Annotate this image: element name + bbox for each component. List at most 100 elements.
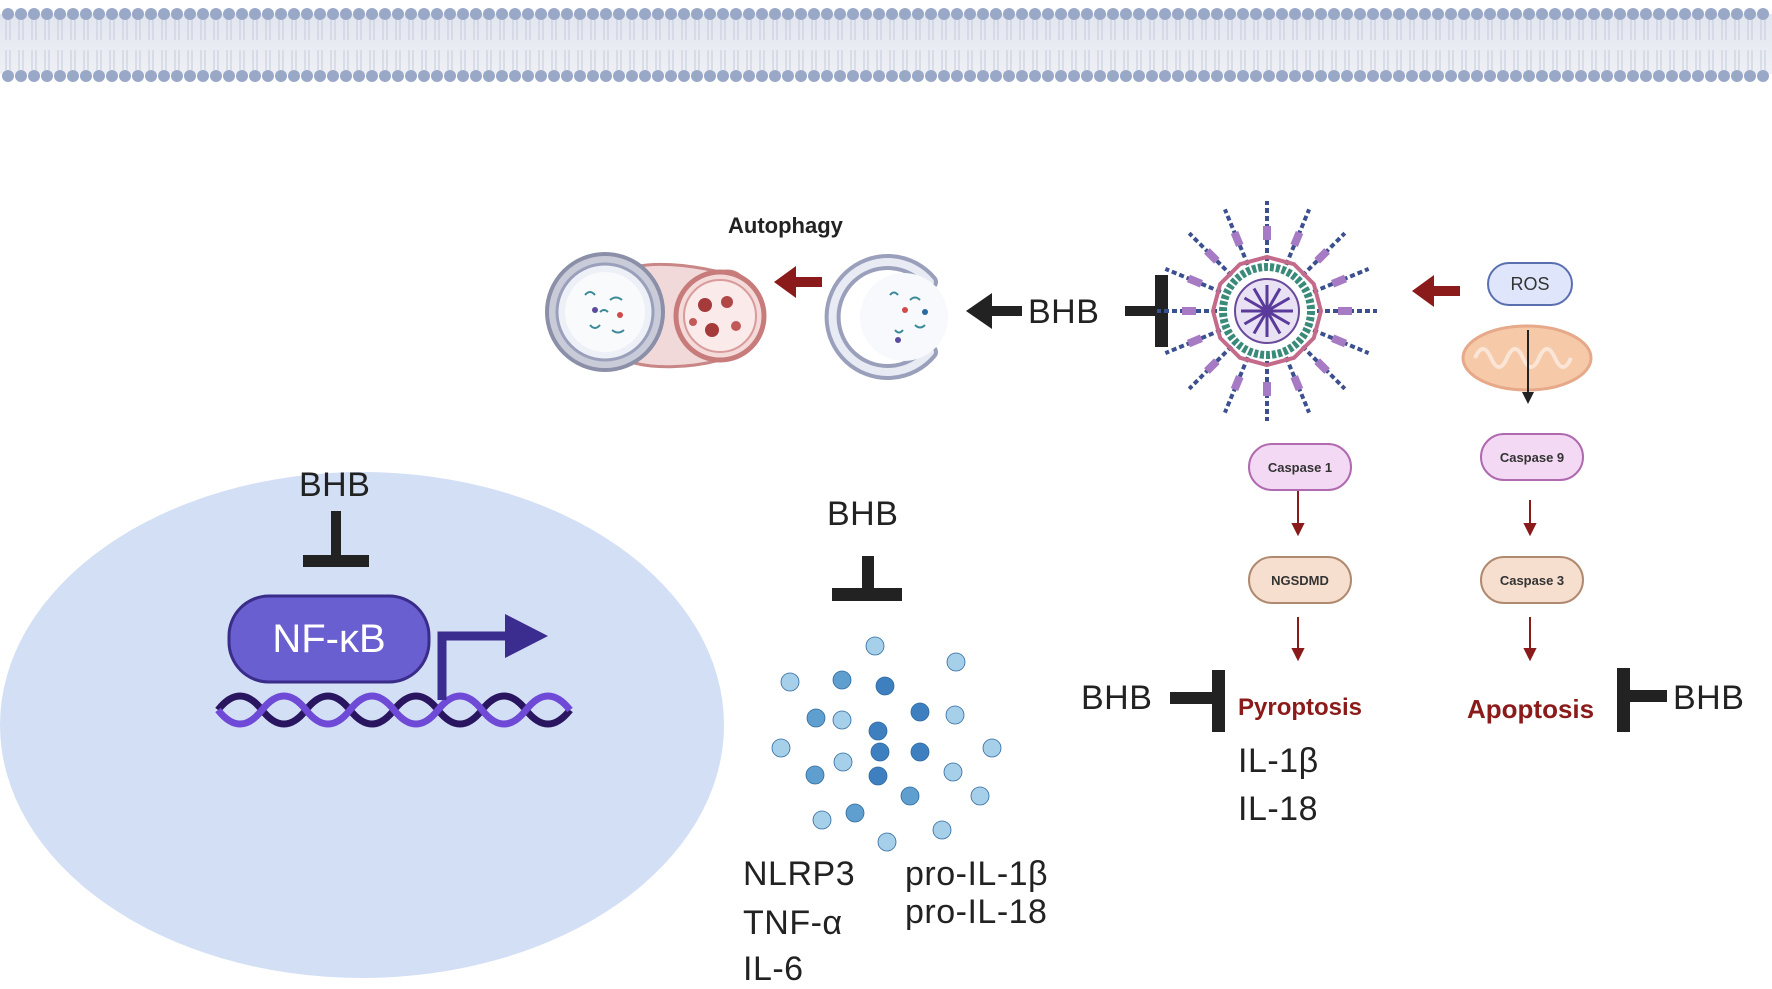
lipid-head (639, 70, 651, 82)
lipid-head (1432, 8, 1444, 20)
cytokine-particle (910, 702, 930, 722)
lipid-head (1237, 70, 1249, 82)
inflammasome-domain (1331, 274, 1348, 288)
lipid-head (1562, 8, 1574, 20)
lipid-head (1484, 8, 1496, 20)
lipid-head (119, 70, 131, 82)
lipid-head (1172, 8, 1184, 20)
lipid-head (821, 8, 833, 20)
lipid-head (665, 8, 677, 20)
lipid-head (1263, 70, 1275, 82)
lipid-head (886, 70, 898, 82)
lipid-head (1328, 70, 1340, 82)
lipid-head (1692, 8, 1704, 20)
lipid-head (1003, 8, 1015, 20)
lipid-head (340, 70, 352, 82)
lipid-head (106, 8, 118, 20)
lipid-head (158, 70, 170, 82)
inflammasome-domain (1263, 226, 1271, 240)
lipid-head (1653, 70, 1665, 82)
lipid-head (1575, 8, 1587, 20)
lipid-head (834, 70, 846, 82)
lipid-head (288, 8, 300, 20)
lipid-head (795, 70, 807, 82)
lipid-head (1159, 8, 1171, 20)
inflammasome-core-spoke (1243, 309, 1268, 326)
inflammasome-spoke (1312, 328, 1370, 355)
lipid-head (1159, 70, 1171, 82)
phagophore-icon (824, 254, 948, 380)
lipid-head (964, 8, 976, 20)
lipid-head (1406, 70, 1418, 82)
lipid-head (613, 8, 625, 20)
red-arrow-autophagy-icon (774, 266, 822, 298)
lipid-head (1601, 70, 1613, 82)
caspase9-badge: Caspase 9 (1480, 433, 1584, 481)
cytokine-particle (945, 705, 965, 725)
apoptosis-label: Apoptosis (1467, 694, 1595, 724)
lipid-head (769, 8, 781, 20)
cytokine-particle (875, 676, 895, 696)
lipid-head (444, 8, 456, 20)
lipid-head (197, 70, 209, 82)
lipid-head (509, 70, 521, 82)
ros-badge: ROS (1487, 262, 1573, 306)
inflammasome-domain (1338, 307, 1352, 315)
lipid-head (691, 70, 703, 82)
lipid-head (340, 8, 352, 20)
cytokine-particle (970, 786, 990, 806)
lipid-head (600, 8, 612, 20)
lipid-head (249, 70, 261, 82)
inflammasome-core-spoke (1252, 287, 1269, 312)
lipid-head (691, 8, 703, 20)
lipid-head (1705, 8, 1717, 20)
lipid-head (860, 70, 872, 82)
caspase3-badge: Caspase 3 (1480, 556, 1584, 604)
lipid-head (457, 70, 469, 82)
lipid-head (1055, 70, 1067, 82)
lipid-head (795, 8, 807, 20)
lipid-head (1562, 70, 1574, 82)
inflammasome-domain (1186, 274, 1203, 288)
lipid-head (1614, 8, 1626, 20)
cytokine-particle (833, 752, 853, 772)
lipid-head (1666, 8, 1678, 20)
lipid-head (483, 70, 495, 82)
lipid-head (379, 70, 391, 82)
cytokine-particle (771, 738, 791, 758)
lipid-head (1406, 8, 1418, 20)
lipid-head (1380, 8, 1392, 20)
lipid-head (353, 8, 365, 20)
lipid-head (561, 70, 573, 82)
cytokine-particles (771, 636, 1002, 852)
lipid-head (756, 8, 768, 20)
inflammasome-spoke (1300, 344, 1347, 391)
lipid-head (327, 8, 339, 20)
lipid-head (184, 8, 196, 20)
lipid-head (132, 8, 144, 20)
lipid-head (1471, 8, 1483, 20)
lipid-head (925, 8, 937, 20)
lipid-head (1393, 8, 1405, 20)
inflammasome-domain (1186, 334, 1203, 348)
lipid-head (1276, 8, 1288, 20)
lipid-head (314, 8, 326, 20)
inflammasome-core-spoke (1266, 296, 1291, 313)
lipid-head (925, 70, 937, 82)
lipid-head (652, 8, 664, 20)
lipid-head (756, 70, 768, 82)
mitochondrion-icon (1461, 324, 1593, 404)
lipid-head (886, 8, 898, 20)
lipid-head (652, 70, 664, 82)
inflammasome-spoke (1223, 356, 1250, 414)
lipid-head (1627, 70, 1639, 82)
lipid-head (1055, 8, 1067, 20)
lipid-head (80, 70, 92, 82)
lipid-head (1744, 8, 1756, 20)
lipid-head (1510, 8, 1522, 20)
nlrp3-inflammasome-icon (1157, 201, 1377, 421)
cytokine-particle (805, 765, 825, 785)
autophagolysosome-icon (545, 252, 767, 372)
inflammasome-domain (1290, 375, 1304, 392)
lipid-head (405, 70, 417, 82)
